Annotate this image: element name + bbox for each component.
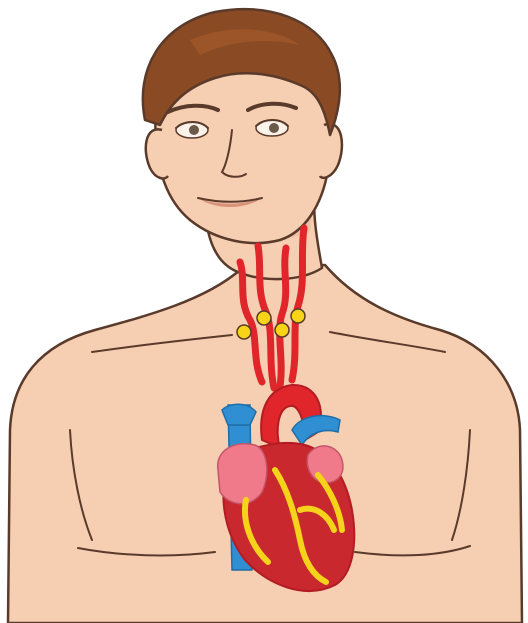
left-iris <box>189 125 199 135</box>
right-atrium <box>218 444 267 504</box>
left-atrium <box>307 446 343 483</box>
right-iris <box>269 123 279 133</box>
